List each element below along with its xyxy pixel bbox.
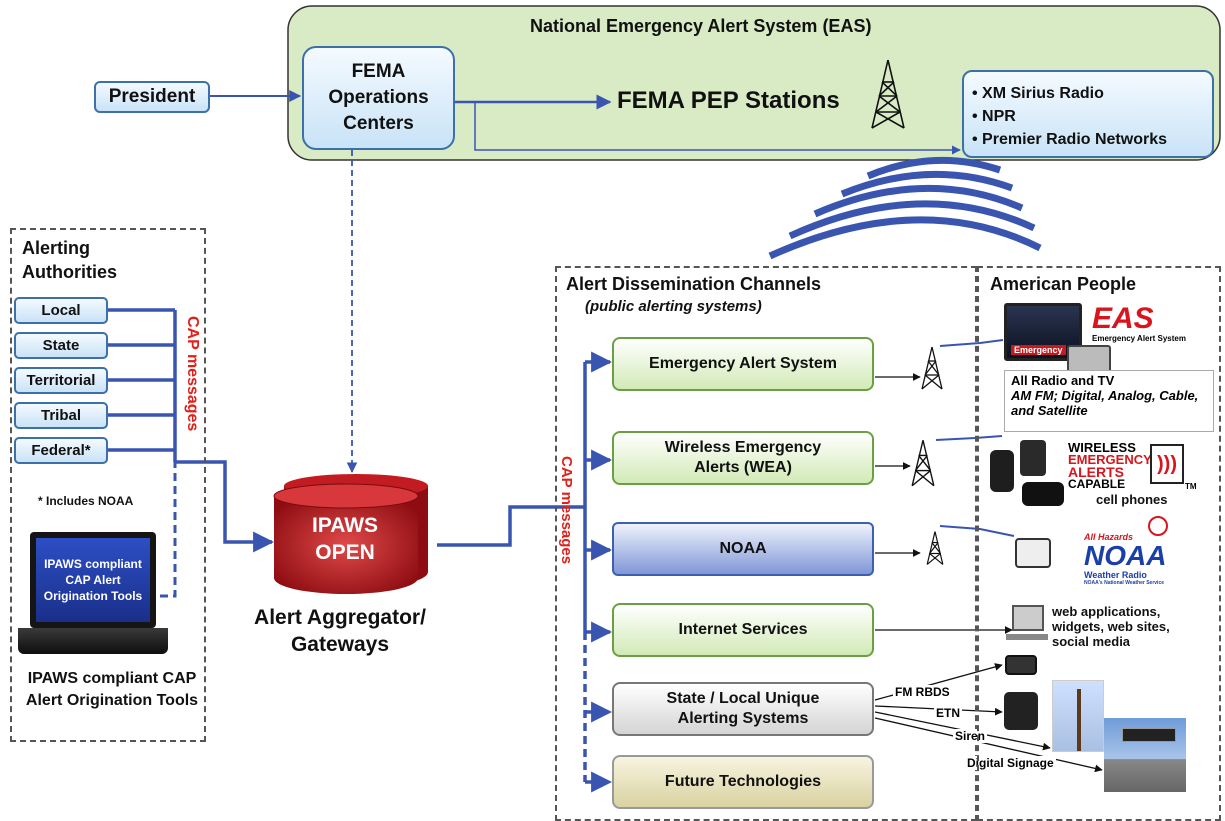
wea-logo-line: CAPABLE	[1068, 477, 1126, 491]
authority-local: Local	[14, 297, 108, 324]
noaa-logo-text: NOAA	[1084, 540, 1167, 571]
siren-icon	[1052, 680, 1104, 752]
eas-logo: EAS Emergency Alert System	[1092, 304, 1197, 344]
radio-network-item: • Premier Radio Networks	[972, 131, 1167, 148]
cap-messages-label-left: CAP messages	[184, 316, 201, 432]
dissemination-channels-panel	[555, 266, 977, 821]
smartphone-icon	[1020, 440, 1046, 476]
radio-network-item: • XM Sirius Radio	[972, 85, 1104, 102]
link-etn: ETN	[934, 706, 962, 720]
wea-logo-line: EMERGENCY	[1068, 452, 1152, 467]
radio-tower-icon	[871, 59, 905, 129]
ipaws-open-label: IPAWS OPEN	[311, 514, 379, 564]
signage-board	[1122, 728, 1176, 742]
pager-icon	[1005, 655, 1037, 675]
wea-logo-line: ALERTS	[1068, 464, 1124, 480]
laptop-caption: IPAWS compliant CAP Alert Origination To…	[25, 670, 199, 709]
laptop-screen: IPAWS compliant CAP Alert Origination To…	[30, 532, 156, 628]
alerting-authorities-title: Alerting Authorities	[22, 238, 118, 282]
noaa-logo-service: NOAA's National Weather Service	[1084, 580, 1165, 586]
wea-tm: TM	[1185, 482, 1197, 491]
wea-logo-line: WIRELESS	[1068, 440, 1136, 455]
alerting-authorities-panel	[10, 228, 206, 742]
noaa-signal-icon	[1148, 516, 1168, 536]
channel-future-technologies: Future Technologies	[612, 755, 874, 809]
siren-pole	[1077, 689, 1081, 751]
president-box: President	[94, 81, 210, 113]
phone-icon	[990, 450, 1014, 492]
aggregator-caption: Alert Aggregator/ Gateways	[254, 606, 426, 656]
noaa-logo-weather-radio: Weather Radio	[1084, 570, 1147, 580]
authority-tribal: Tribal	[14, 402, 108, 429]
laptop-keyboard	[18, 628, 168, 654]
tower-noaa-icon	[926, 531, 944, 565]
fema-pep-stations: FEMA PEP Stations	[617, 87, 840, 114]
radio-icon	[1067, 345, 1111, 373]
iphone-icon	[1022, 482, 1064, 506]
laptop-icon: IPAWS compliant CAP Alert Origination To…	[18, 532, 168, 656]
radio-network-item: • NPR	[972, 108, 1016, 125]
desk-phone-icon	[1004, 692, 1038, 730]
channel-emergency-alert-system: Emergency Alert System	[612, 337, 874, 391]
wea-signal-icon: )))	[1150, 444, 1184, 484]
digital-signage-icon	[1104, 718, 1186, 792]
channels-subtitle: (public alerting systems)	[585, 298, 762, 315]
ipaws-database-icon	[273, 474, 428, 594]
channel-state-local: State / Local Unique Alerting Systems	[612, 682, 874, 736]
radio-network-list: • XM Sirius Radio • NPR • Premier Radio …	[972, 82, 1167, 151]
cell-phones-label: cell phones	[1096, 492, 1168, 507]
channel-wea: Wireless Emergency Alerts (WEA)	[612, 431, 874, 485]
channel-noaa: NOAA	[612, 522, 874, 576]
wea-logo: WIRELESS EMERGENCY ALERTS CAPABLE	[1068, 440, 1198, 492]
cap-messages-label-right: CAP messages	[558, 456, 575, 565]
radio-tv-box: All Radio and TV AM FM; Digital, Analog,…	[1004, 370, 1214, 432]
link-fm-rbds: FM RBDS	[893, 685, 952, 699]
channel-internet-services: Internet Services	[612, 603, 874, 657]
authority-federal: Federal*	[14, 437, 108, 464]
eas-title: National Emergency Alert System (EAS)	[530, 16, 872, 36]
american-people-panel	[977, 266, 1221, 821]
tower-eas-icon	[921, 346, 943, 390]
laptop-screen-text: IPAWS compliant CAP Alert Origination To…	[36, 538, 150, 622]
computer-icon	[1012, 605, 1044, 631]
channels-title: Alert Dissemination Channels	[566, 274, 822, 294]
eas-logo-text: EAS	[1092, 302, 1154, 335]
noaa-logo: All Hazards NOAA Weather Radio NOAA's Na…	[1084, 532, 1184, 592]
noaa-logo-all-hazards: All Hazards	[1084, 532, 1134, 542]
web-services-label: web applications, widgets, web sites, so…	[1052, 604, 1170, 649]
radio-networks-box: • XM Sirius Radio • NPR • Premier Radio …	[962, 70, 1214, 158]
authority-territorial: Territorial	[14, 367, 108, 394]
radio-tv-label: All Radio and TV	[1011, 373, 1115, 388]
tower-wea-icon	[911, 440, 935, 487]
american-people-title: American People	[990, 274, 1137, 294]
eas-logo-subtitle: Emergency Alert System	[1092, 334, 1186, 343]
keyboard-icon	[1006, 634, 1048, 640]
tv-screen-label: Emergency	[1011, 345, 1066, 355]
weather-radio-icon	[1015, 538, 1051, 568]
radio-tv-detail: AM FM; Digital, Analog, Cable, and Satel…	[1011, 388, 1199, 418]
includes-noaa-note: * Includes NOAA	[38, 494, 134, 508]
link-digital-signage: Digital Signage	[965, 756, 1056, 770]
fema-operations-centers: FEMA Operations Centers	[302, 46, 455, 150]
authority-state: State	[14, 332, 108, 359]
